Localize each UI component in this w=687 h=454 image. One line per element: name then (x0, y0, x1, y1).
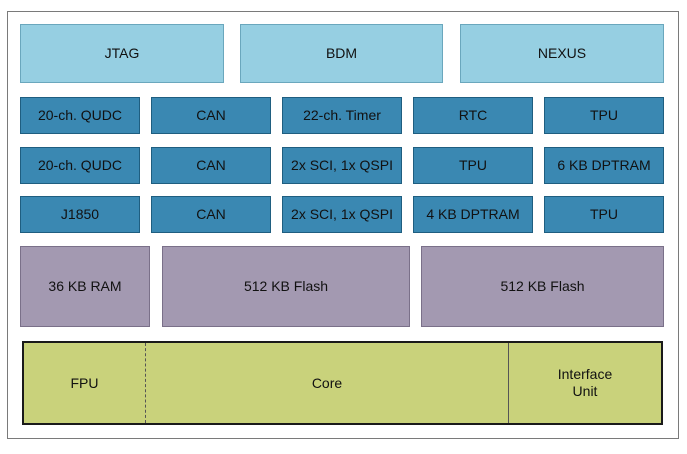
peripheral-block: TPU (544, 97, 664, 134)
peripheral-block: 20-ch. QUDC (20, 97, 140, 134)
interface-label-line1: Interface (557, 366, 613, 382)
peripheral-block: J1850 (20, 196, 140, 233)
debug-block-nexus: NEXUS (460, 24, 664, 83)
peripheral-block: 4 KB DPTRAM (413, 196, 533, 233)
peripheral-block: 2x SCI, 1x QSPI (282, 196, 402, 233)
debug-block-jtag: JTAG (20, 24, 224, 83)
peripheral-label: 2x SCI, 1x QSPI (291, 157, 393, 173)
peripheral-block: CAN (151, 147, 271, 184)
peripheral-label: J1850 (60, 206, 100, 222)
memory-block-flash: 512 KB Flash (162, 246, 410, 327)
debug-label: NEXUS (537, 45, 587, 61)
peripheral-label: 6 KB DPTRAM (557, 157, 651, 173)
fpu-divider (145, 343, 146, 423)
core-label: Core (311, 374, 343, 391)
peripheral-label: RTC (458, 107, 488, 123)
peripheral-block: TPU (544, 196, 664, 233)
peripheral-label: CAN (196, 157, 226, 173)
peripheral-block: 20-ch. QUDC (20, 147, 140, 184)
peripheral-block: CAN (151, 97, 271, 134)
peripheral-label: 2x SCI, 1x QSPI (291, 206, 393, 222)
core-cell: Core (146, 343, 508, 423)
memory-label: 36 KB RAM (48, 278, 122, 294)
debug-block-bdm: BDM (240, 24, 443, 83)
memory-label: 512 KB Flash (500, 278, 585, 294)
debug-label: BDM (325, 45, 358, 61)
peripheral-label: 20-ch. QUDC (37, 157, 123, 173)
peripheral-block: 2x SCI, 1x QSPI (282, 147, 402, 184)
core-block: FPU Core Interface Unit (22, 341, 663, 425)
peripheral-label: TPU (590, 107, 618, 123)
debug-label: JTAG (104, 45, 140, 61)
peripheral-label: 22-ch. Timer (303, 107, 381, 123)
peripheral-label: TPU (590, 206, 618, 222)
peripheral-block: TPU (413, 147, 533, 184)
peripheral-label: CAN (196, 107, 226, 123)
peripheral-label: 20-ch. QUDC (37, 107, 123, 123)
fpu-label: FPU (70, 374, 99, 391)
interface-label-line2: Unit (572, 383, 598, 399)
fpu-cell: FPU (24, 343, 145, 423)
peripheral-label: TPU (459, 157, 487, 173)
memory-label: 512 KB Flash (243, 278, 329, 294)
memory-block-ram: 36 KB RAM (20, 246, 150, 327)
peripheral-block: 22-ch. Timer (282, 97, 402, 134)
memory-block-flash: 512 KB Flash (421, 246, 664, 327)
interface-unit-cell: Interface Unit (509, 343, 661, 423)
peripheral-block: RTC (413, 97, 533, 134)
peripheral-label: 4 KB DPTRAM (426, 206, 520, 222)
peripheral-block: CAN (151, 196, 271, 233)
peripheral-block: 6 KB DPTRAM (544, 147, 664, 184)
peripheral-label: CAN (196, 206, 226, 222)
interface-divider (508, 343, 509, 423)
